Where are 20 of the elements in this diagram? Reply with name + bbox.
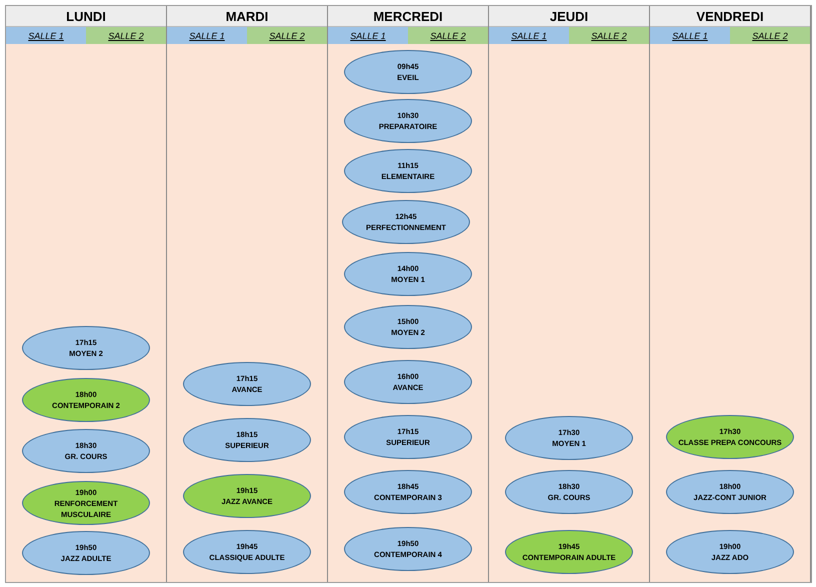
room-legend-label: SALLE 1 (167, 27, 247, 44)
day-column (489, 6, 650, 582)
day-column (167, 6, 328, 582)
room-legend-label: SALLE 1 (650, 27, 730, 44)
day-heading: JEUDI (489, 6, 649, 27)
room-legend-label: SALLE 1 (489, 27, 569, 44)
day-heading: MARDI (167, 6, 327, 27)
day-heading: VENDREDI (650, 6, 810, 27)
room-legend-label: SALLE 1 (328, 27, 408, 44)
room-legend-label: SALLE 2 (86, 27, 166, 44)
room-legend-label: SALLE 2 (569, 27, 649, 44)
room-legend-label: SALLE 1 (6, 27, 86, 44)
day-column (6, 6, 167, 582)
room-legend-label: SALLE 2 (408, 27, 488, 44)
room-legend-label: SALLE 2 (247, 27, 327, 44)
day-column (328, 6, 489, 582)
day-heading: LUNDI (6, 6, 166, 27)
day-heading: MERCREDI (328, 6, 488, 27)
day-column (650, 6, 811, 582)
room-legend-label: SALLE 2 (730, 27, 810, 44)
